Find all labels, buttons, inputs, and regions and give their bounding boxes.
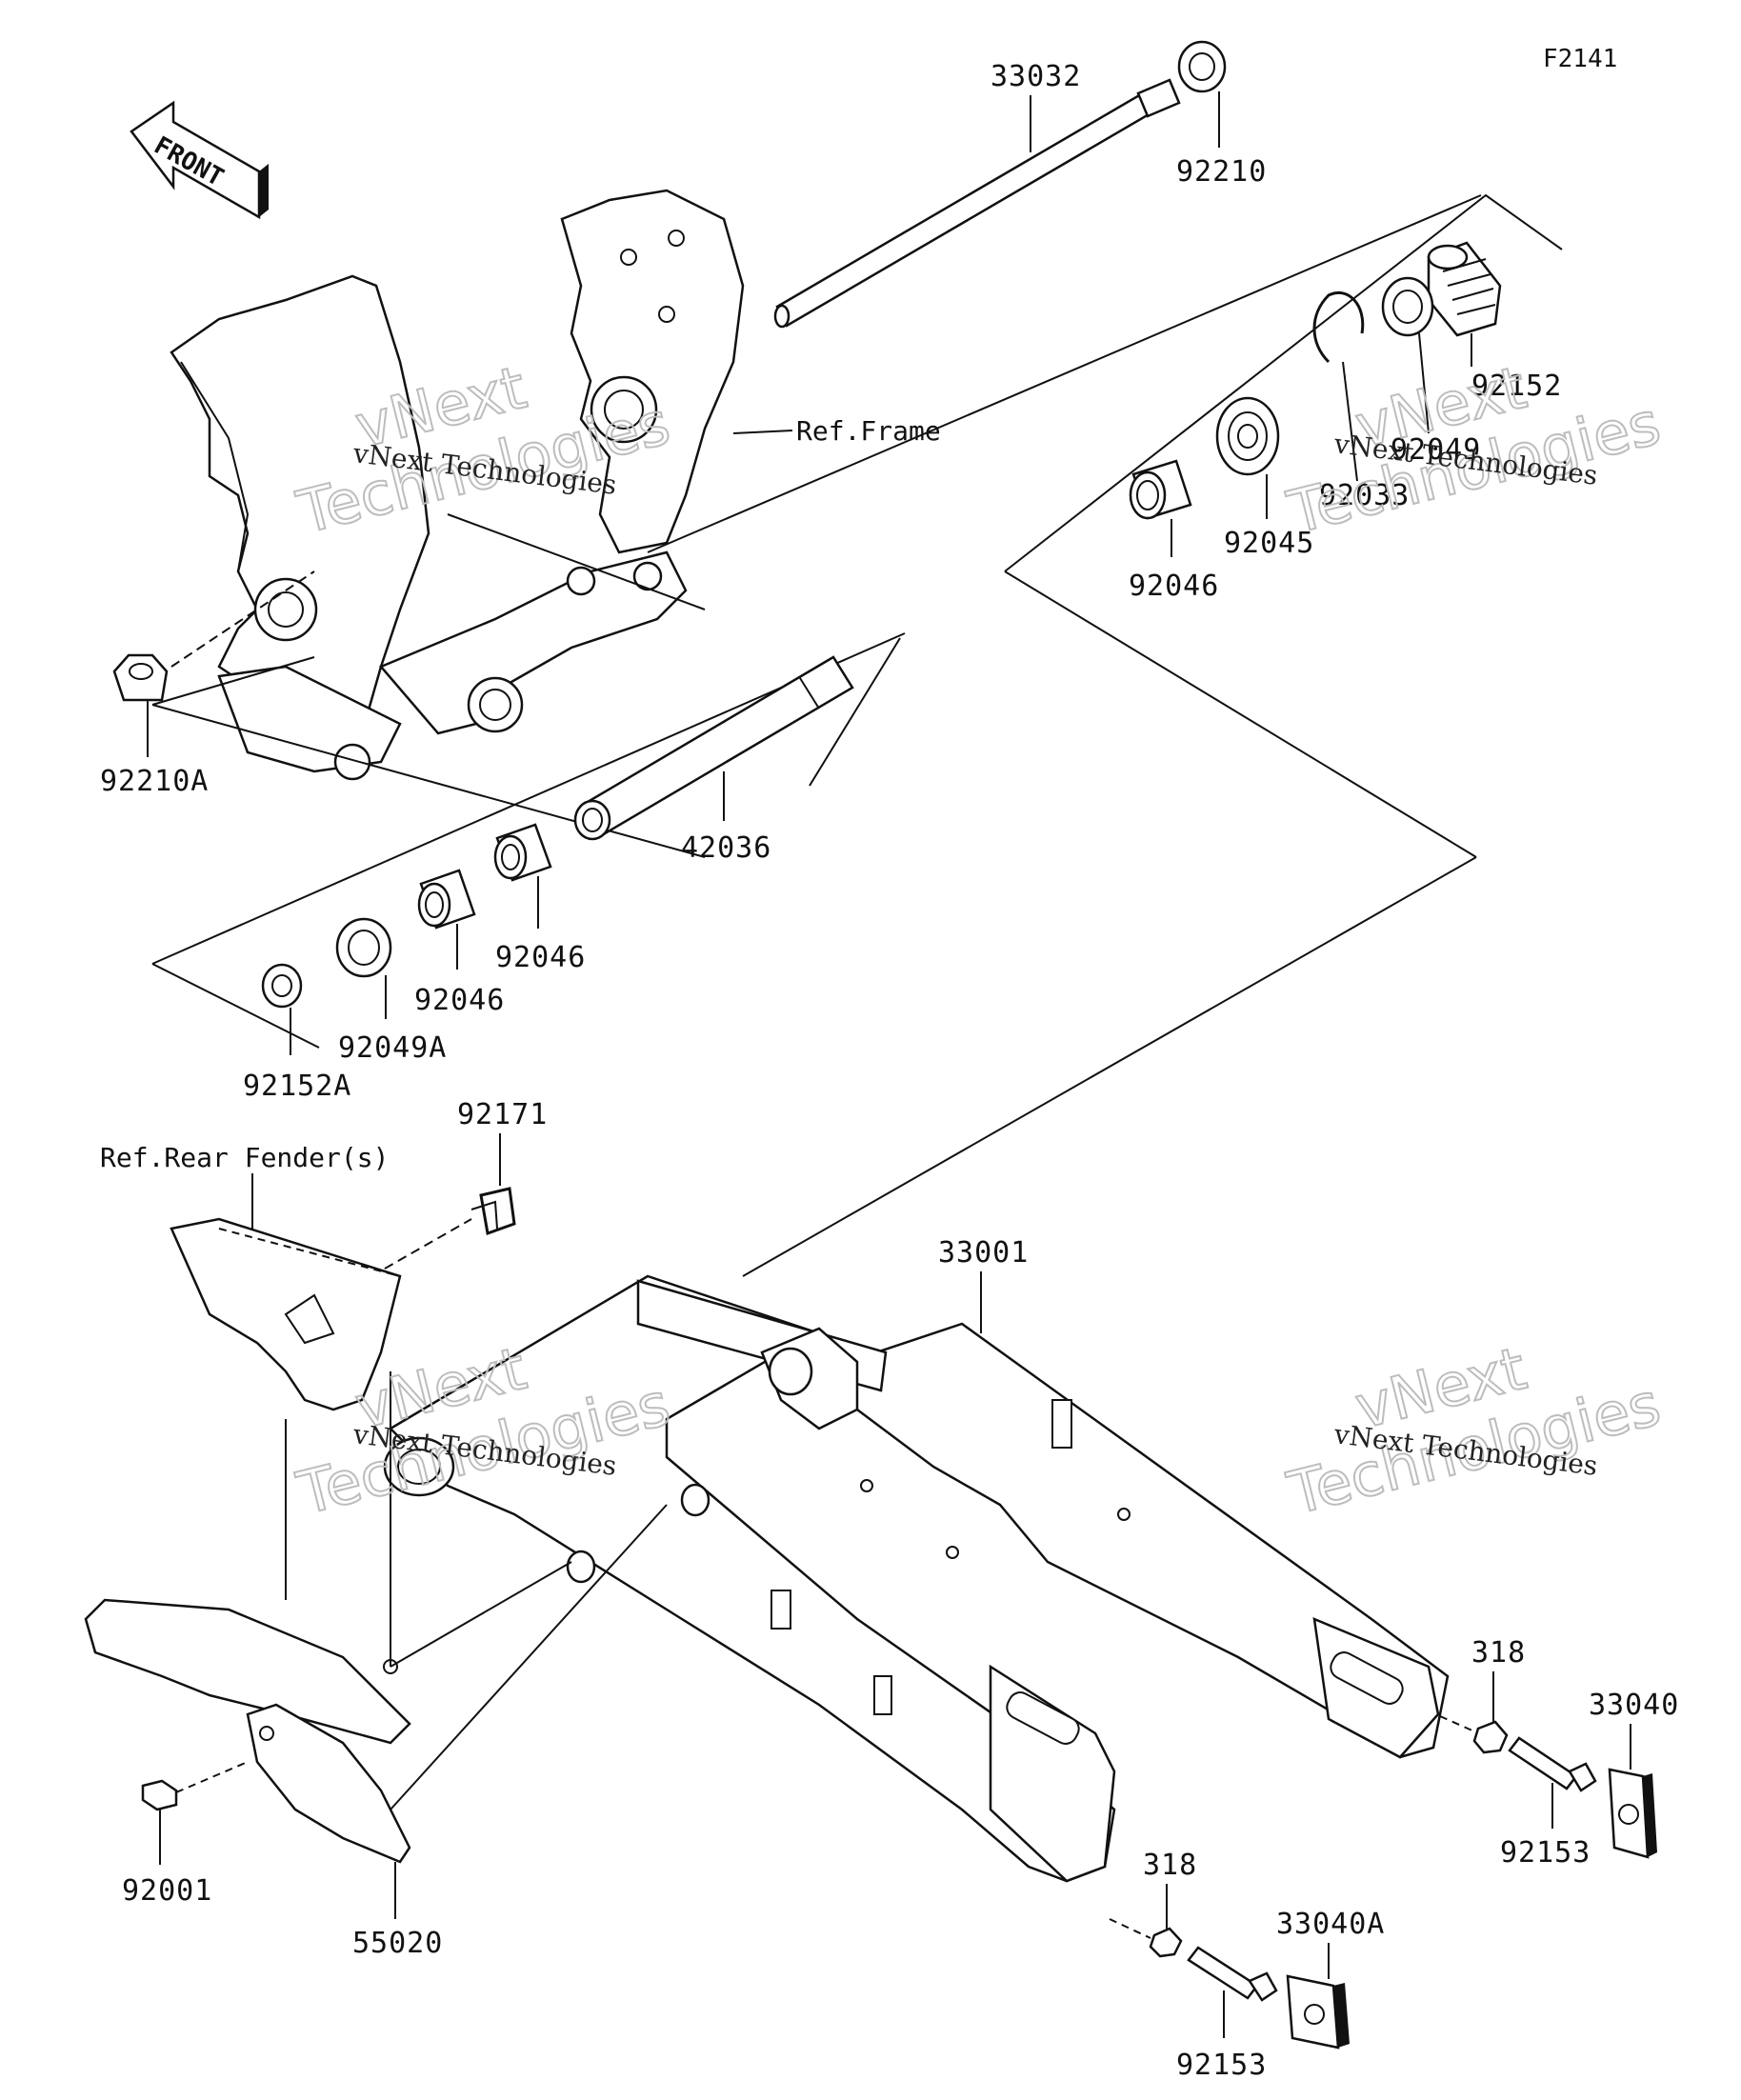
part-92049-oil-seal: [1381, 276, 1434, 337]
swingarm-pivot-guide: [742, 856, 1477, 1277]
leader-92171-dashed: [370, 1218, 472, 1277]
part-55020-chain-cover: [84, 1598, 411, 1864]
label-55020[interactable]: 55020: [352, 1927, 443, 1960]
part-92153-bolt-right: [1508, 1736, 1597, 1792]
part-92046-needle-bearing-a: [493, 823, 552, 882]
label-92171[interactable]: 92171: [457, 1098, 548, 1131]
right-bearing-group-bracket: [1004, 193, 1563, 572]
part-92171-clip: [470, 1187, 516, 1236]
watermark-upper-right: vNext Technologies vNext Technologies: [1280, 351, 1668, 549]
front-arrow-icon: FRONT: [130, 100, 269, 220]
leader-92001-dashed: [175, 1761, 249, 1793]
label-33040[interactable]: 33040: [1589, 1689, 1679, 1722]
label-42036[interactable]: 42036: [681, 831, 771, 865]
label-33040A[interactable]: 33040A: [1276, 1908, 1385, 1941]
part-92210-nut: [1177, 40, 1227, 93]
part-42036-sleeve: [573, 655, 854, 841]
watermark-lower-right: vNext Technologies vNext Technologies: [1280, 1332, 1668, 1530]
part-92049A-oil-seal: [335, 917, 392, 978]
label-92046-top[interactable]: 92046: [1129, 570, 1219, 603]
label-92210A[interactable]: 92210A: [100, 765, 209, 798]
frame-assembly-drawing: [170, 189, 745, 781]
part-33040-chain-adjuster: [1608, 1768, 1657, 1859]
label-33001[interactable]: 33001: [938, 1236, 1029, 1270]
chain-cover-guide-d2: [390, 1504, 668, 1810]
leader-92033: [1342, 361, 1358, 482]
label-92153-bottom[interactable]: 92153: [1176, 2049, 1267, 2082]
part-92152A-collar: [261, 963, 303, 1009]
label-92001[interactable]: 92001: [122, 1874, 212, 1908]
ref-frame-label: Ref.Frame: [796, 415, 941, 447]
part-92152-dust-seal: [1427, 241, 1502, 337]
part-92046-needle-bearing-b: [417, 869, 476, 930]
frame-leader: [447, 513, 706, 610]
leader-92210A-dashed: [170, 570, 315, 668]
ref-rear-fender-label: Ref.Rear Fender(s): [100, 1142, 389, 1173]
part-92001-bolt: [141, 1779, 178, 1811]
label-92045[interactable]: 92045: [1224, 527, 1314, 560]
figure-code: F2141: [1543, 45, 1617, 73]
part-92045-ball-bearing: [1215, 396, 1280, 476]
part-33032-shaft: [773, 78, 1181, 329]
part-318-nut-bottom: [1149, 1927, 1183, 1958]
label-92049[interactable]: 92049: [1391, 433, 1481, 467]
label-318-right[interactable]: 318: [1471, 1636, 1526, 1670]
label-92049A[interactable]: 92049A: [338, 1031, 447, 1065]
frame-group-bracket-left: [151, 656, 315, 706]
part-92210A-nut: [112, 653, 169, 702]
label-92046-b[interactable]: 92046: [414, 984, 505, 1017]
part-92153-bolt-bottom: [1187, 1946, 1278, 2002]
right-bearing-group-bracket-lower: [1004, 570, 1477, 858]
leader-92049: [1418, 332, 1430, 434]
label-318-bottom[interactable]: 318: [1143, 1849, 1197, 1882]
label-33032[interactable]: 33032: [991, 60, 1081, 93]
ref-frame-leader: [732, 430, 793, 434]
leader-318-bottom-dashed: [1109, 1918, 1151, 1939]
label-92152A[interactable]: 92152A: [243, 1070, 351, 1103]
label-92153-right[interactable]: 92153: [1500, 1836, 1591, 1870]
part-33040A-chain-adjuster: [1286, 1974, 1350, 2050]
part-318-nut-right: [1472, 1720, 1509, 1754]
left-bearing-group-bracket-right: [809, 637, 901, 787]
right-bearing-group-top-line: [647, 194, 1482, 553]
leader-318-right-dashed: [1439, 1715, 1475, 1732]
frame-group-bracket-bottom: [151, 704, 706, 858]
part-92033-circlip: [1312, 290, 1365, 364]
label-92152[interactable]: 92152: [1471, 370, 1562, 403]
label-92046-a[interactable]: 92046: [495, 941, 586, 974]
rear-fender-drawing: [170, 1217, 402, 1411]
label-92210[interactable]: 92210: [1176, 155, 1267, 189]
label-92033[interactable]: 92033: [1319, 479, 1410, 512]
part-92046-needle-bearing-top: [1129, 459, 1192, 520]
chain-cover-guide-d: [390, 1561, 572, 1668]
part-33001-swingarm: [383, 1274, 1450, 1883]
